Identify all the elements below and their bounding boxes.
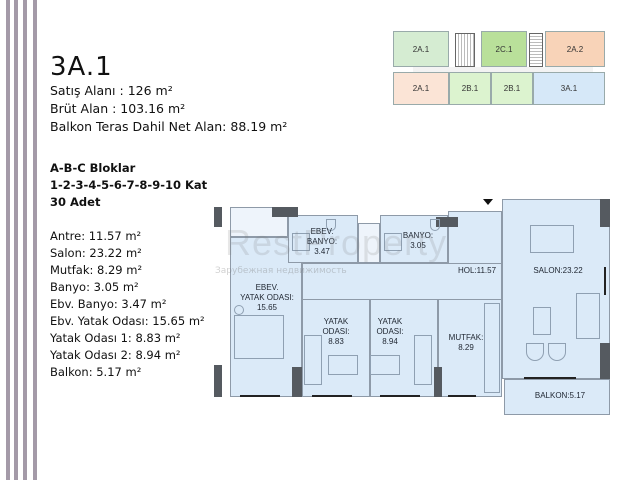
label-bathroom: BANYO: 3.05 — [402, 231, 434, 250]
watermark-brand: RestProperty — [225, 222, 448, 263]
decorative-stripe — [14, 0, 18, 480]
label-master-bedroom: EBEV. YATAK ODASI: 15.65 — [240, 283, 294, 312]
wardrobe — [414, 335, 432, 385]
room-bedroom-1 — [302, 299, 370, 397]
room-shaft — [358, 223, 380, 263]
label-bedroom-2: YATAK ODASI: 8.94 — [376, 317, 404, 346]
room-area-item: Salon: 23.22 m² — [50, 246, 142, 260]
room-area-item: Banyo: 3.05 m² — [50, 280, 139, 294]
room-master-bedroom — [230, 237, 302, 397]
key-plan-unit: 2A.1 — [393, 72, 449, 105]
key-plan-unit: 2C.1 — [481, 31, 527, 67]
label-kitchen: MUTFAK: 8.29 — [448, 333, 484, 352]
room-ensuite-bathroom — [288, 215, 358, 263]
window — [524, 377, 576, 379]
count-line: 30 Adet — [50, 195, 101, 209]
label-ensuite-bathroom: EBEV. BANYO: 3.47 — [306, 227, 338, 256]
wall-column — [436, 217, 458, 227]
dining-table — [530, 225, 574, 253]
room-area-item: Yatak Odası 2: 8.94 m² — [50, 348, 181, 362]
label-balcony: BALKON:5.17 — [534, 391, 586, 400]
desk — [370, 355, 400, 375]
watermark-tagline: Зарубежная недвижимость — [215, 266, 347, 276]
coffee-table — [533, 307, 551, 335]
wall-column — [214, 365, 222, 397]
wall-column — [600, 343, 610, 379]
block-info: A-B-C Bloklar 1-2-3-4-5-6-7-8-9-10 Kat 3… — [50, 160, 207, 211]
desk — [328, 355, 358, 375]
kitchen-counter — [484, 303, 500, 393]
room-area-item: Mutfak: 8.29 m² — [50, 263, 143, 277]
gross-area: Brüt Alan : 103.16 m² — [50, 101, 186, 116]
room-hall — [302, 263, 502, 299]
key-plan-unit: 2B.1 — [491, 72, 533, 105]
wall-column — [600, 199, 610, 227]
room-kitchen — [438, 299, 502, 397]
wall-column — [214, 207, 222, 227]
window — [380, 395, 420, 397]
decorative-stripe — [23, 0, 27, 480]
room-area-item: Balkon: 5.17 m² — [50, 365, 142, 379]
window — [604, 267, 606, 295]
room-area-item: Ebv. Yatak Odası: 15.65 m² — [50, 314, 205, 328]
room-area-item: Antre: 11.57 m² — [50, 229, 142, 243]
room-area-item: Yatak Odası 1: 8.83 m² — [50, 331, 181, 345]
label-hall: HOL:11.57 — [457, 266, 497, 275]
sales-area: Satış Alanı : 126 m² — [50, 83, 173, 98]
shower — [384, 233, 402, 251]
entrance-arrow-icon — [483, 199, 493, 205]
blocks-line: A-B-C Bloklar — [50, 161, 136, 175]
floors-line: 1-2-3-4-5-6-7-8-9-10 Kat — [50, 178, 208, 192]
stair-icon — [455, 33, 475, 67]
key-plan-unit: 2B.1 — [449, 72, 491, 105]
toilet — [326, 219, 336, 231]
label-living-room: SALON:23.22 — [533, 266, 583, 275]
room-balcony — [504, 379, 610, 415]
wardrobe — [304, 335, 322, 385]
room-area-item: Ebv. Banyo: 3.47 m² — [50, 297, 167, 311]
nightstand — [234, 305, 244, 315]
wall-column — [272, 207, 298, 217]
wall-column — [292, 367, 302, 397]
sofa — [576, 293, 600, 339]
window — [448, 395, 476, 397]
wall-column — [434, 367, 442, 397]
shower — [292, 233, 310, 251]
armchair — [526, 343, 544, 361]
key-plan-unit-current: 3A.1 — [533, 72, 605, 105]
decorative-stripe — [33, 0, 37, 480]
unit-specs: Satış Alanı : 126 m² Brüt Alan : 103.16 … — [50, 82, 287, 136]
armchair — [548, 343, 566, 361]
floor-plan: EBEV. BANYO: 3.47 BANYO: 3.05 EBEV. YATA… — [208, 195, 618, 435]
key-plan-unit: 2A.1 — [393, 31, 449, 67]
key-plan: 2A.1 2C.1 2A.2 2A.1 2B.1 2B.1 3A.1 — [393, 31, 605, 105]
window — [312, 395, 352, 397]
room-area-list: Antre: 11.57 m² Salon: 23.22 m² Mutfak: … — [50, 228, 205, 381]
unit-title: 3A.1 — [50, 52, 113, 82]
toilet — [430, 219, 440, 231]
key-plan-unit: 2A.2 — [545, 31, 605, 67]
window — [240, 395, 280, 397]
decorative-stripe — [6, 0, 10, 480]
room-bedroom-2 — [370, 299, 438, 397]
double-bed — [234, 315, 284, 359]
label-bedroom-1: YATAK ODASI: 8.83 — [322, 317, 350, 346]
stair-icon — [529, 33, 543, 67]
key-plan-corridor — [413, 67, 593, 72]
net-area: Balkon Teras Dahil Net Alan: 88.19 m² — [50, 119, 288, 134]
